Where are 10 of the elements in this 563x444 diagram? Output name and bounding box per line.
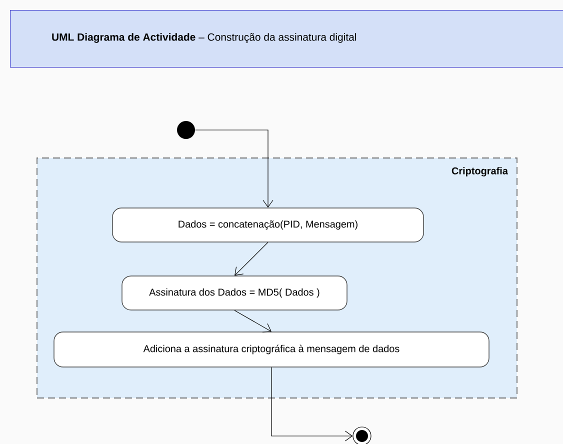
arrow bbox=[271, 367, 353, 442]
end-node bbox=[352, 426, 372, 444]
start-node bbox=[177, 121, 195, 139]
action-box: Dados = concatenação(PID, Mensagem) bbox=[112, 208, 424, 242]
arrow bbox=[194, 130, 274, 208]
title: UML Diagrama de Actividade – Construção da assinatura digital bbox=[52, 33, 356, 43]
arrow bbox=[234, 242, 268, 276]
arrow bbox=[234, 310, 272, 333]
action-box: Assinatura dos Dados = MD5( Dados ) bbox=[122, 276, 348, 310]
action-box: Adiciona a assinatura criptográfica à mensagem de dados bbox=[54, 332, 490, 368]
